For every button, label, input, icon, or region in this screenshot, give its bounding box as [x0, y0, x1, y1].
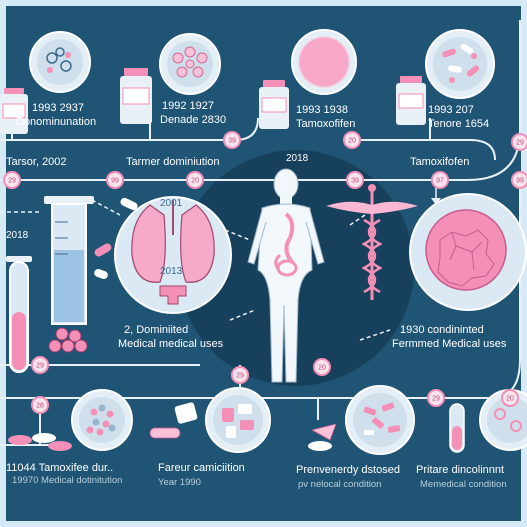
capsule-icon	[94, 243, 112, 257]
right-text-2: Fermmed Medical uses	[392, 338, 507, 350]
timeline-2-marker-label: 29	[236, 373, 244, 380]
right-text-1: 1930 condininted	[400, 324, 484, 336]
timeline-1-branch-right	[358, 139, 496, 161]
timeline-1-marker	[186, 171, 204, 189]
bottom-item-2-sub: Year 1990	[158, 477, 201, 488]
timeline-2-marker-label: 20	[506, 396, 514, 403]
cell-diagram	[409, 193, 527, 311]
timeline-1-marker	[223, 131, 241, 149]
test-tube-small	[449, 403, 465, 453]
pills-pile-2	[149, 402, 198, 439]
timeline-1-label-4: Tamoxifofen	[410, 156, 470, 168]
top-item-2-desc: Denade 2830	[160, 114, 227, 126]
lung-year-1: 2001	[160, 198, 183, 209]
timeline-1-marker-label: 97	[436, 178, 444, 185]
lung-diagram	[114, 196, 232, 314]
timeline-1-marker-label: 20	[191, 178, 199, 185]
petri-dish-2	[159, 33, 221, 95]
timeline-1-marker	[106, 171, 124, 189]
timeline-2-marker-label: 29	[432, 396, 440, 403]
timeline-1-marker	[343, 131, 361, 149]
bottom-item-3-sub: pv nelocal condition	[298, 479, 382, 490]
capsule-icon	[94, 268, 108, 280]
timeline-2-marker-label: 29	[36, 363, 44, 370]
pill-dish-1	[71, 389, 133, 451]
timeline-1-marker-label: 20	[348, 138, 356, 145]
bottom-item-4-title: Pritare dincolinnnt	[416, 464, 505, 476]
petri-dish-3	[291, 29, 357, 95]
timeline-2-marker	[427, 389, 445, 407]
bottom-item-4-sub: Memedical condition	[420, 479, 507, 490]
timeline-1-label-2: Tarmer dominiution	[126, 156, 220, 168]
timeline-1-markers: 29 99 20 39 20 39 97 99 29	[3, 131, 527, 189]
timeline-2-marker	[313, 358, 331, 376]
pills-pile-1	[8, 433, 72, 451]
petri-dish-1	[29, 31, 91, 93]
year-label-left: 2018	[6, 230, 29, 241]
human-figure	[247, 168, 325, 383]
timeline-1-marker	[346, 171, 364, 189]
center-text-1: 2, Dominiited	[124, 324, 189, 336]
timeline-1-marker-label: 39	[351, 178, 359, 185]
timeline-2-marker	[501, 389, 519, 407]
test-tube-illustration	[6, 256, 32, 373]
timeline-1-marker	[511, 133, 527, 151]
timeline-2-marker	[231, 366, 249, 384]
timeline-2-marker-label: 28	[36, 403, 44, 410]
top-item-2-years: 1992 1927	[162, 100, 214, 112]
timeline-1-marker	[3, 171, 21, 189]
pills-pile-3	[308, 423, 337, 451]
timeline-1-label-3: 2018	[286, 153, 309, 164]
top-item-1-years: 1993 2937	[32, 102, 84, 114]
timeline-1-marker-label: 99	[516, 178, 524, 185]
timeline-2-marker-label: 20	[318, 365, 326, 372]
top-item-4-years: 1993 207	[428, 104, 474, 116]
timeline-2-marker	[31, 396, 49, 414]
petri-dish-4	[425, 29, 495, 99]
caduceus-icon	[326, 184, 418, 300]
bottom-item-3-title: Prenvenerdy dstosed	[296, 464, 400, 476]
bottom-item-1-title: 11044 Tamoxifee dur..	[6, 462, 114, 474]
timeline-1-marker-label: 39	[228, 138, 236, 145]
bottom-item-2-title: Fareur camiciition	[158, 462, 245, 474]
top-item-3-years: 1993 1938	[296, 104, 348, 116]
top-item-1-desc: Donominunation	[16, 116, 97, 128]
pill-dish-3	[345, 385, 415, 455]
medicine-bottle-4	[396, 76, 426, 125]
top-item-4-desc: Tenore 1654	[428, 118, 490, 130]
timeline-1-marker	[431, 171, 449, 189]
pill-dish-2	[205, 387, 271, 453]
timeline-1-marker-label: 29	[516, 140, 524, 147]
medicine-bottle-3	[259, 80, 289, 129]
medicine-bottle-2	[120, 68, 152, 124]
medicine-bottle-1	[0, 88, 28, 134]
timeline-2-markers: 28 29 20 29 20 29	[31, 356, 519, 414]
timeline-2-marker	[31, 356, 49, 374]
syringe-illustration	[44, 196, 94, 353]
timeline-1-marker-label: 99	[111, 178, 119, 185]
capsule-icon	[120, 197, 138, 211]
lung-year-2: 2013	[160, 266, 183, 277]
timeline-1-marker	[511, 171, 527, 189]
top-item-3-desc: Tamoxofifen	[296, 118, 356, 130]
timeline-1-marker-label: 29	[8, 178, 16, 185]
bottom-item-1-sub: 19970 Medical dotinitution	[12, 475, 123, 486]
timeline-1-label-1: Tarsor, 2002	[6, 156, 67, 168]
center-text-2: Medical medical uses	[118, 338, 224, 350]
